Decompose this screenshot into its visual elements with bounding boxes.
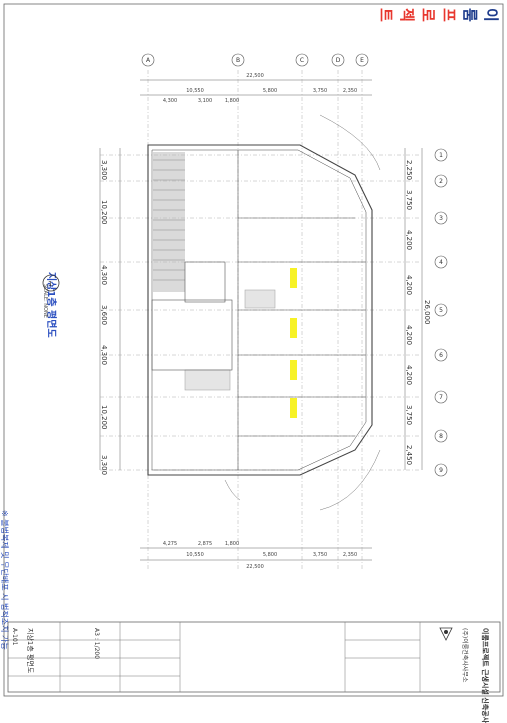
- dim: 5,800: [263, 552, 277, 558]
- grid-bubble: [331, 53, 345, 67]
- overall-dim: 22,500: [246, 73, 264, 79]
- dim: 10,550: [186, 552, 204, 558]
- dim: 2,350: [343, 552, 357, 558]
- dim: 5,800: [263, 88, 277, 94]
- grid-row-label: 5: [439, 307, 443, 314]
- right-dim: 2,250: [405, 160, 413, 181]
- drawing-sheet: 이룸프로젝트 ※ 불법복제 및 무단배포 시 법적조치 가능 지상1층 평면도 …: [0, 3, 504, 723]
- grid-row-label: 6: [439, 352, 443, 359]
- dim: 3,750: [313, 88, 327, 94]
- grid-labels-right: 1 2 3 4 5 6 7 8 9: [439, 152, 443, 474]
- right-dim: 3,750: [405, 190, 413, 211]
- left-dim: 3,300: [100, 160, 108, 181]
- dim: 1,800: [225, 98, 239, 104]
- grid-row-label: 2: [439, 178, 443, 185]
- left-dim: 4,300: [100, 265, 108, 286]
- left-dim: 3,300: [100, 455, 108, 476]
- title-block-grid: [8, 622, 421, 692]
- grid-row-label: 8: [439, 433, 443, 440]
- partitions: [151, 150, 366, 470]
- company-mark-icon: [439, 627, 453, 641]
- grid-bubble: [295, 53, 309, 67]
- sheet-border: [3, 3, 504, 697]
- grid-bubble: [141, 53, 155, 67]
- grid-row-label: 3: [439, 215, 443, 222]
- bottom-dimensions: 22,500 10,550 5,800 3,750 2,350 4,275 2,…: [163, 541, 357, 570]
- dimension-lines: [99, 79, 423, 561]
- right-dim: 2,450: [405, 445, 413, 466]
- grid-row-label: 9: [439, 467, 443, 474]
- dim: 3,750: [313, 552, 327, 558]
- grid-bubble: [355, 53, 369, 67]
- dim: 2,875: [198, 541, 212, 547]
- company-name: (주)이룸건축사사무소: [461, 628, 468, 683]
- grid-col-label: B: [236, 57, 240, 64]
- dim: 3,100: [198, 98, 212, 104]
- grid-col-label: A: [146, 57, 151, 64]
- left-dim: 10,200: [100, 405, 108, 430]
- title-block-frame: [7, 621, 501, 693]
- dim: 4,300: [163, 98, 177, 104]
- left-dim: 10,200: [100, 200, 108, 225]
- grid-bubble: [231, 53, 245, 67]
- building-outline: [147, 144, 373, 476]
- grid-labels-top: A B C D E: [146, 57, 364, 64]
- floor-plan-drawing: 1: [3, 3, 504, 697]
- project-name: 이룸프로젝트 근생시설 신축공사: [481, 628, 489, 723]
- dim: 10,550: [186, 88, 204, 94]
- sheet-number: A-101: [11, 628, 18, 646]
- right-total-dim: 26,000: [423, 300, 431, 325]
- drawing-name: 지상1층 평면도: [26, 628, 34, 674]
- left-dim: 4,300: [100, 345, 108, 366]
- left-dim: 3,600: [100, 305, 108, 326]
- grid-col-label: E: [360, 57, 364, 64]
- plan-number: 1: [48, 280, 52, 288]
- grid-bubbles-right: [434, 148, 448, 477]
- grid-col-label: C: [300, 57, 304, 64]
- plan-number-circle: [42, 274, 60, 292]
- grid-row-label: 4: [439, 259, 443, 266]
- right-dim: 4,200: [405, 275, 413, 296]
- room-highlights: [290, 268, 297, 418]
- right-dim: 4,200: [405, 325, 413, 346]
- door-swings: [224, 114, 381, 511]
- right-dim: 3,750: [405, 405, 413, 426]
- right-dim: 4,200: [405, 365, 413, 386]
- dim: 1,800: [225, 541, 239, 547]
- grid-col-label: D: [336, 57, 341, 64]
- grid-bubbles-top: [141, 53, 369, 67]
- grid-row-label: 7: [439, 394, 443, 401]
- top-dimensions: 22,500 10,550 5,800 3,750 2,350 4,300 3,…: [163, 73, 357, 104]
- right-dim: 4,200: [405, 230, 413, 251]
- grid-row-label: 1: [439, 152, 443, 159]
- drawing-scale: A3 : 1/200: [93, 628, 100, 660]
- dim: 2,350: [343, 88, 357, 94]
- dim: 4,275: [163, 541, 177, 547]
- stair-hatch: [153, 152, 185, 292]
- overall-dim: 22,500: [246, 564, 264, 570]
